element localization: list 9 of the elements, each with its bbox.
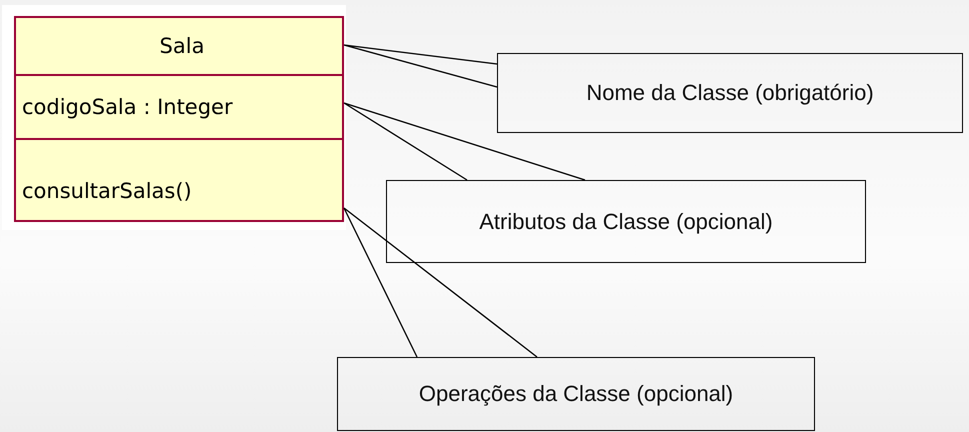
callout-box: Atributos da Classe (opcional) [386,180,866,263]
callout-box: Operações da Classe (opcional) [337,357,815,431]
operation-compartment: consultarSalas() [14,138,344,222]
class-name-compartment: Sala [14,16,344,76]
callout-box: Nome da Classe (obrigatório) [497,53,963,133]
leader-line [343,102,586,181]
leader-line [343,207,538,358]
leader-line [343,44,498,88]
attribute-compartment: codigoSala : Integer [14,74,344,140]
